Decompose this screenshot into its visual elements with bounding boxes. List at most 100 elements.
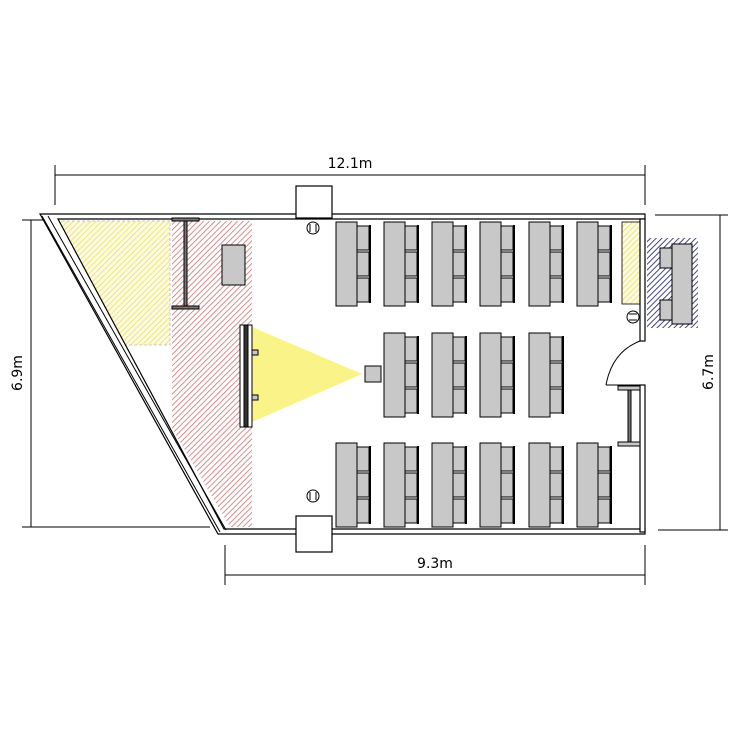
chair [404, 277, 418, 303]
chair [597, 251, 611, 277]
walls [38, 185, 646, 553]
chair-back [465, 277, 467, 303]
chair [549, 277, 563, 303]
chair [549, 388, 563, 414]
desk [383, 442, 406, 528]
chair [597, 472, 611, 498]
desk-layout [335, 221, 612, 528]
chair-back [513, 362, 515, 388]
stage-zone [172, 221, 252, 527]
chair-back [610, 498, 612, 524]
chair [500, 388, 514, 414]
chair [452, 388, 466, 414]
chair-back [417, 336, 419, 362]
chair-back [562, 336, 564, 362]
chair-back [465, 388, 467, 414]
chair [597, 446, 611, 472]
chair [356, 225, 370, 251]
outlet-icon [626, 310, 640, 324]
chair [404, 388, 418, 414]
chair-back [417, 277, 419, 303]
chair-back [417, 251, 419, 277]
chair [452, 362, 466, 388]
chair [549, 225, 563, 251]
chair [500, 446, 514, 472]
chair-back [369, 498, 371, 524]
chair [356, 277, 370, 303]
chair [452, 336, 466, 362]
chair [549, 472, 563, 498]
chair-back [513, 251, 515, 277]
chair [404, 498, 418, 524]
chair-back [465, 446, 467, 472]
entrance-door[interactable] [605, 340, 641, 386]
desk [479, 332, 502, 418]
desk [431, 332, 454, 418]
chair-back [562, 277, 564, 303]
projector [364, 365, 382, 383]
chair [597, 498, 611, 524]
desk [431, 442, 454, 528]
chair-back [513, 277, 515, 303]
cabinet-zone [621, 221, 641, 305]
chair [404, 251, 418, 277]
projection-screen [239, 324, 259, 428]
chair [356, 446, 370, 472]
chair-back [610, 472, 612, 498]
chair [452, 277, 466, 303]
chair-back [369, 225, 371, 251]
dimension-label-left: 6.9m [10, 355, 26, 391]
chair-back [417, 362, 419, 388]
chair-back [562, 472, 564, 498]
chair-back [465, 251, 467, 277]
chair [500, 336, 514, 362]
desk [528, 332, 551, 418]
dimension-bottom [224, 545, 646, 585]
chair [549, 336, 563, 362]
chair [356, 472, 370, 498]
dimension-label-bottom: 9.3m [417, 556, 453, 572]
chair-back [562, 498, 564, 524]
outlet-icon [306, 221, 320, 235]
pillar-top [295, 185, 333, 219]
desk [431, 221, 454, 307]
dimension-label-top: 12.1m [328, 156, 373, 172]
chair-back [562, 388, 564, 414]
chair-back [369, 251, 371, 277]
desk [528, 221, 551, 307]
chair [500, 472, 514, 498]
desk [335, 221, 358, 307]
chair [452, 446, 466, 472]
chair [549, 362, 563, 388]
desk [383, 332, 406, 418]
chair-back [562, 251, 564, 277]
chair [356, 498, 370, 524]
chair [500, 362, 514, 388]
storage-table [671, 243, 693, 325]
dimension-top [54, 165, 646, 205]
coat-rack [617, 385, 641, 447]
lectern [221, 244, 246, 286]
chair-back [610, 277, 612, 303]
desk [479, 221, 502, 307]
projector-beam [252, 327, 362, 422]
chair [500, 225, 514, 251]
chair [597, 277, 611, 303]
desk [576, 442, 599, 528]
chair-back [417, 498, 419, 524]
chair-back [369, 446, 371, 472]
chair [452, 472, 466, 498]
chair-back [465, 336, 467, 362]
chair-back [562, 446, 564, 472]
chair-back [610, 446, 612, 472]
chair-back [513, 472, 515, 498]
chair-back [417, 225, 419, 251]
chair-back [513, 388, 515, 414]
chair-back [610, 251, 612, 277]
chair-back [369, 277, 371, 303]
chair [356, 251, 370, 277]
chair [500, 498, 514, 524]
chair-back [513, 225, 515, 251]
chair-back [417, 472, 419, 498]
chair-back [369, 472, 371, 498]
